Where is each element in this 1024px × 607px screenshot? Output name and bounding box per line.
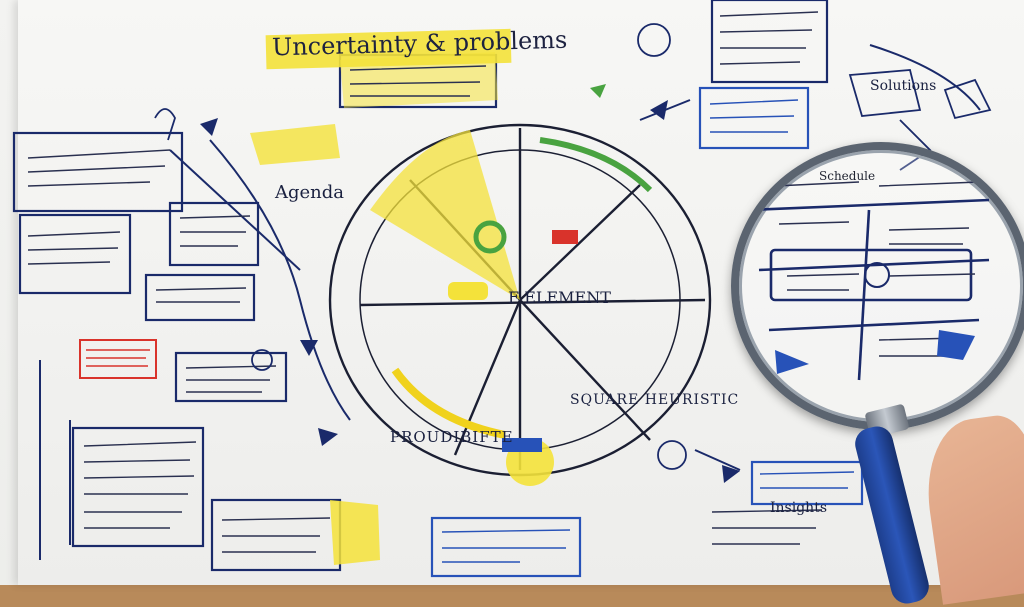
lens-content: Schedule bbox=[748, 169, 990, 381]
bottom-right-note: Insights bbox=[770, 500, 827, 516]
side-label: Agenda bbox=[275, 182, 345, 203]
green-ring bbox=[473, 220, 507, 254]
wheel-center-label: F ELEMENT bbox=[508, 288, 611, 307]
blue-mark bbox=[502, 438, 542, 452]
top-right-note: Solutions bbox=[870, 78, 937, 94]
yellow-arc bbox=[391, 367, 506, 439]
wheel-bottom-right-label: SQUARE HEURISTIC bbox=[570, 392, 740, 408]
red-mark bbox=[552, 230, 578, 244]
wheel-bottom-left-label: PROUDIBIFTE bbox=[390, 428, 514, 446]
connector-lines bbox=[39, 44, 981, 560]
doodles bbox=[154, 23, 992, 470]
sketch-canvas bbox=[12, 0, 992, 578]
yellow-slice bbox=[370, 130, 520, 300]
arrow-heads bbox=[200, 84, 740, 483]
magnifying-glass-lens: Schedule bbox=[731, 142, 1024, 430]
center-highlight bbox=[448, 282, 488, 300]
yellow-highlight-bottom bbox=[330, 500, 380, 565]
red-note bbox=[79, 339, 157, 379]
yellow-highlight-left bbox=[250, 124, 340, 165]
scribble-text bbox=[27, 11, 855, 563]
lens-label: Schedule bbox=[819, 169, 875, 183]
red-note-lines bbox=[86, 349, 150, 367]
green-arc bbox=[539, 137, 653, 193]
